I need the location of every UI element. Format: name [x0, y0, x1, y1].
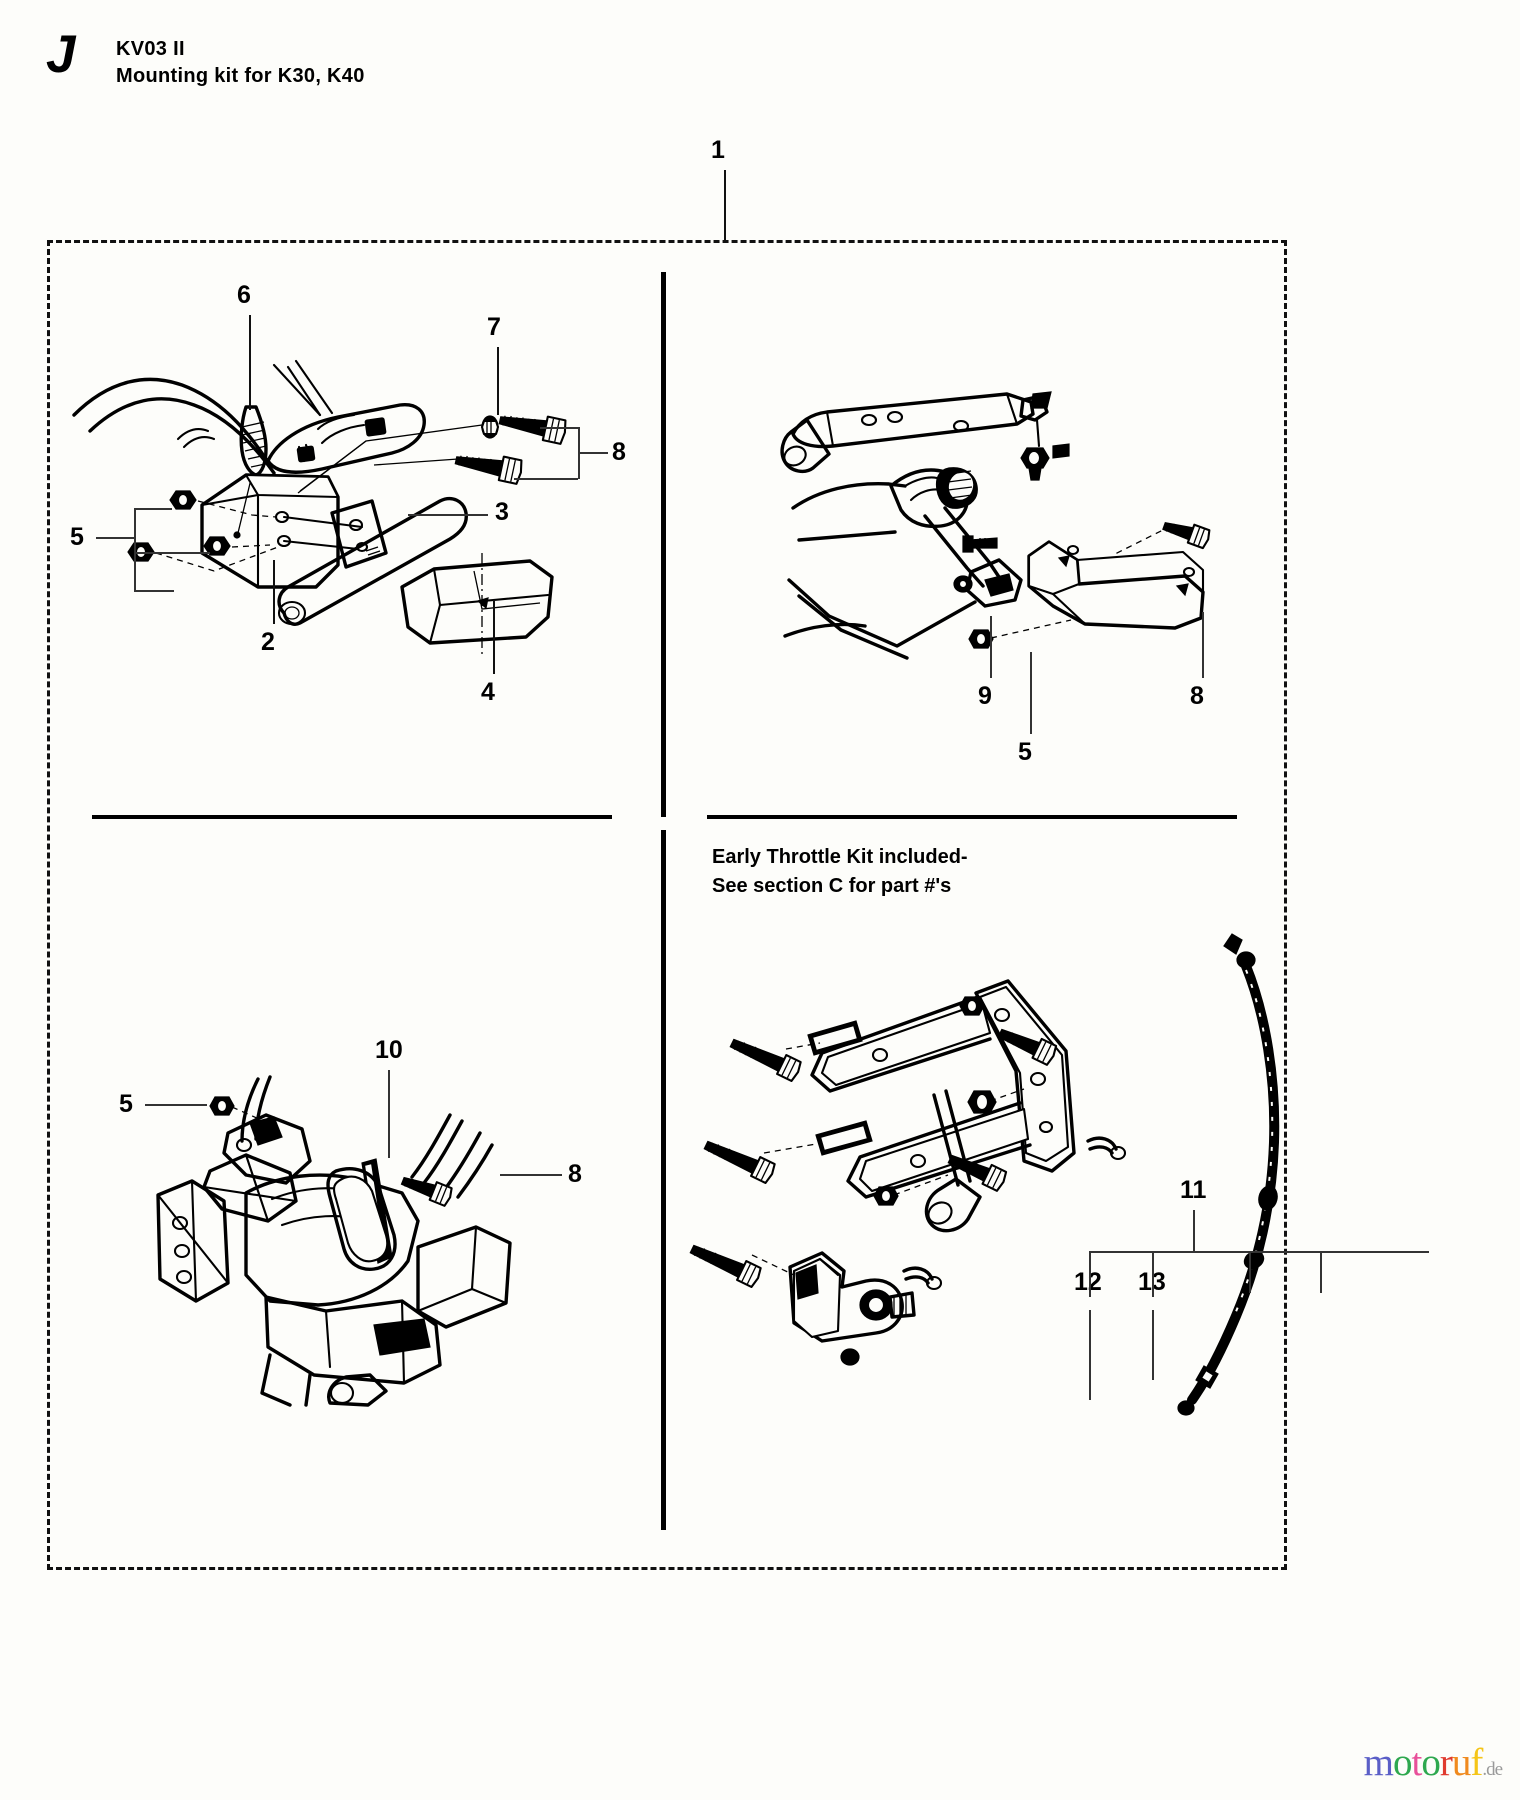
divider-horizontal-right	[707, 815, 1237, 819]
wm-o2: o	[1421, 1741, 1440, 1784]
leader-br-13-tail	[1152, 1310, 1154, 1380]
artwork-throttle-cable	[1177, 933, 1280, 1416]
leader-br-12-leg	[1089, 1251, 1091, 1297]
watermark-motoruf: motoruf.de	[1363, 1741, 1503, 1784]
callout-tl-6: 6	[237, 281, 251, 309]
callout-bl-8: 8	[568, 1160, 582, 1188]
divider-vertical-top	[661, 272, 666, 817]
callout-br-13: 13	[1138, 1270, 1166, 1295]
callout-br-11: 11	[1180, 1176, 1207, 1204]
leader-tl-2	[273, 560, 275, 624]
leader-tr-8	[1202, 612, 1204, 678]
leader-line-1	[724, 170, 726, 240]
leader-tl-7	[497, 347, 499, 415]
leader-br-bracket-span	[1089, 1251, 1249, 1253]
leader-br-11-stem	[1193, 1210, 1195, 1252]
leader-br-12-tail	[1089, 1310, 1091, 1400]
callout-1: 1	[711, 136, 725, 164]
leader-tl-5-stem	[96, 537, 134, 539]
callout-bl-5: 5	[119, 1090, 133, 1118]
page-title: KV03 II	[116, 38, 185, 60]
leader-tl-5-b	[134, 552, 210, 554]
divider-vertical-bottom	[661, 830, 666, 1530]
leader-br-bracket-top	[1249, 1251, 1429, 1253]
callout-tl-7: 7	[487, 313, 501, 341]
leader-tr-9	[990, 616, 992, 678]
artwork-machine-mount	[780, 391, 1211, 660]
callout-tl-2: 2	[261, 628, 275, 656]
callout-tl-8: 8	[612, 438, 626, 466]
callout-tl-4: 4	[481, 678, 495, 706]
leader-tl-8-a	[540, 427, 578, 429]
wm-r: r	[1439, 1741, 1453, 1784]
section-letter: J	[46, 25, 76, 84]
leader-tl-4	[493, 600, 495, 674]
leader-bl-8	[500, 1174, 562, 1176]
leader-tr-5	[1030, 652, 1032, 734]
page-subtitle: Mounting kit for K30, K40	[116, 65, 365, 87]
artwork-frame-detail	[156, 1075, 512, 1407]
callout-tl-3: 3	[495, 498, 509, 526]
leader-tl-5-c	[134, 590, 174, 592]
artwork-handlebar-assembly	[72, 359, 567, 655]
leader-tl-5-a	[134, 508, 172, 510]
wm-u: u	[1451, 1741, 1471, 1784]
leader-tl-8-bar	[578, 427, 580, 479]
callout-tr-5: 5	[1018, 738, 1032, 766]
header-text: KV03 II Mounting kit for K30, K40	[116, 30, 365, 90]
artwork-throttle-linkage	[689, 979, 1127, 1366]
wm-t: t	[1411, 1741, 1422, 1784]
kit-boundary	[47, 240, 1287, 1570]
divider-horizontal-left	[92, 815, 612, 819]
leader-tl-3	[408, 514, 488, 516]
leader-br-12-drop	[1249, 1251, 1251, 1293]
leader-bl-5	[145, 1104, 207, 1106]
callout-br-12: 12	[1074, 1268, 1102, 1296]
wm-m: m	[1363, 1741, 1394, 1784]
leader-tl-8-b	[514, 478, 578, 480]
leader-tl-5-bar	[134, 508, 136, 590]
callout-tl-5: 5	[70, 523, 84, 551]
wm-o1: o	[1392, 1741, 1412, 1784]
callout-tr-9: 9	[978, 682, 992, 710]
wm-f: f	[1470, 1741, 1483, 1784]
early-throttle-kit-note: Early Throttle Kit included- See section…	[712, 846, 968, 897]
leader-br-13-leg	[1152, 1251, 1154, 1297]
leader-br-13-drop	[1320, 1251, 1322, 1293]
wm-tld: .de	[1482, 1759, 1503, 1780]
callout-tr-8: 8	[1190, 682, 1204, 710]
page-header: J KV03 II Mounting kit for K30, K40	[46, 25, 365, 90]
callout-bl-10: 10	[375, 1036, 403, 1064]
leader-tl-6	[249, 315, 251, 410]
leader-bl-10	[388, 1070, 390, 1158]
leader-tl-8-stem	[578, 452, 608, 454]
